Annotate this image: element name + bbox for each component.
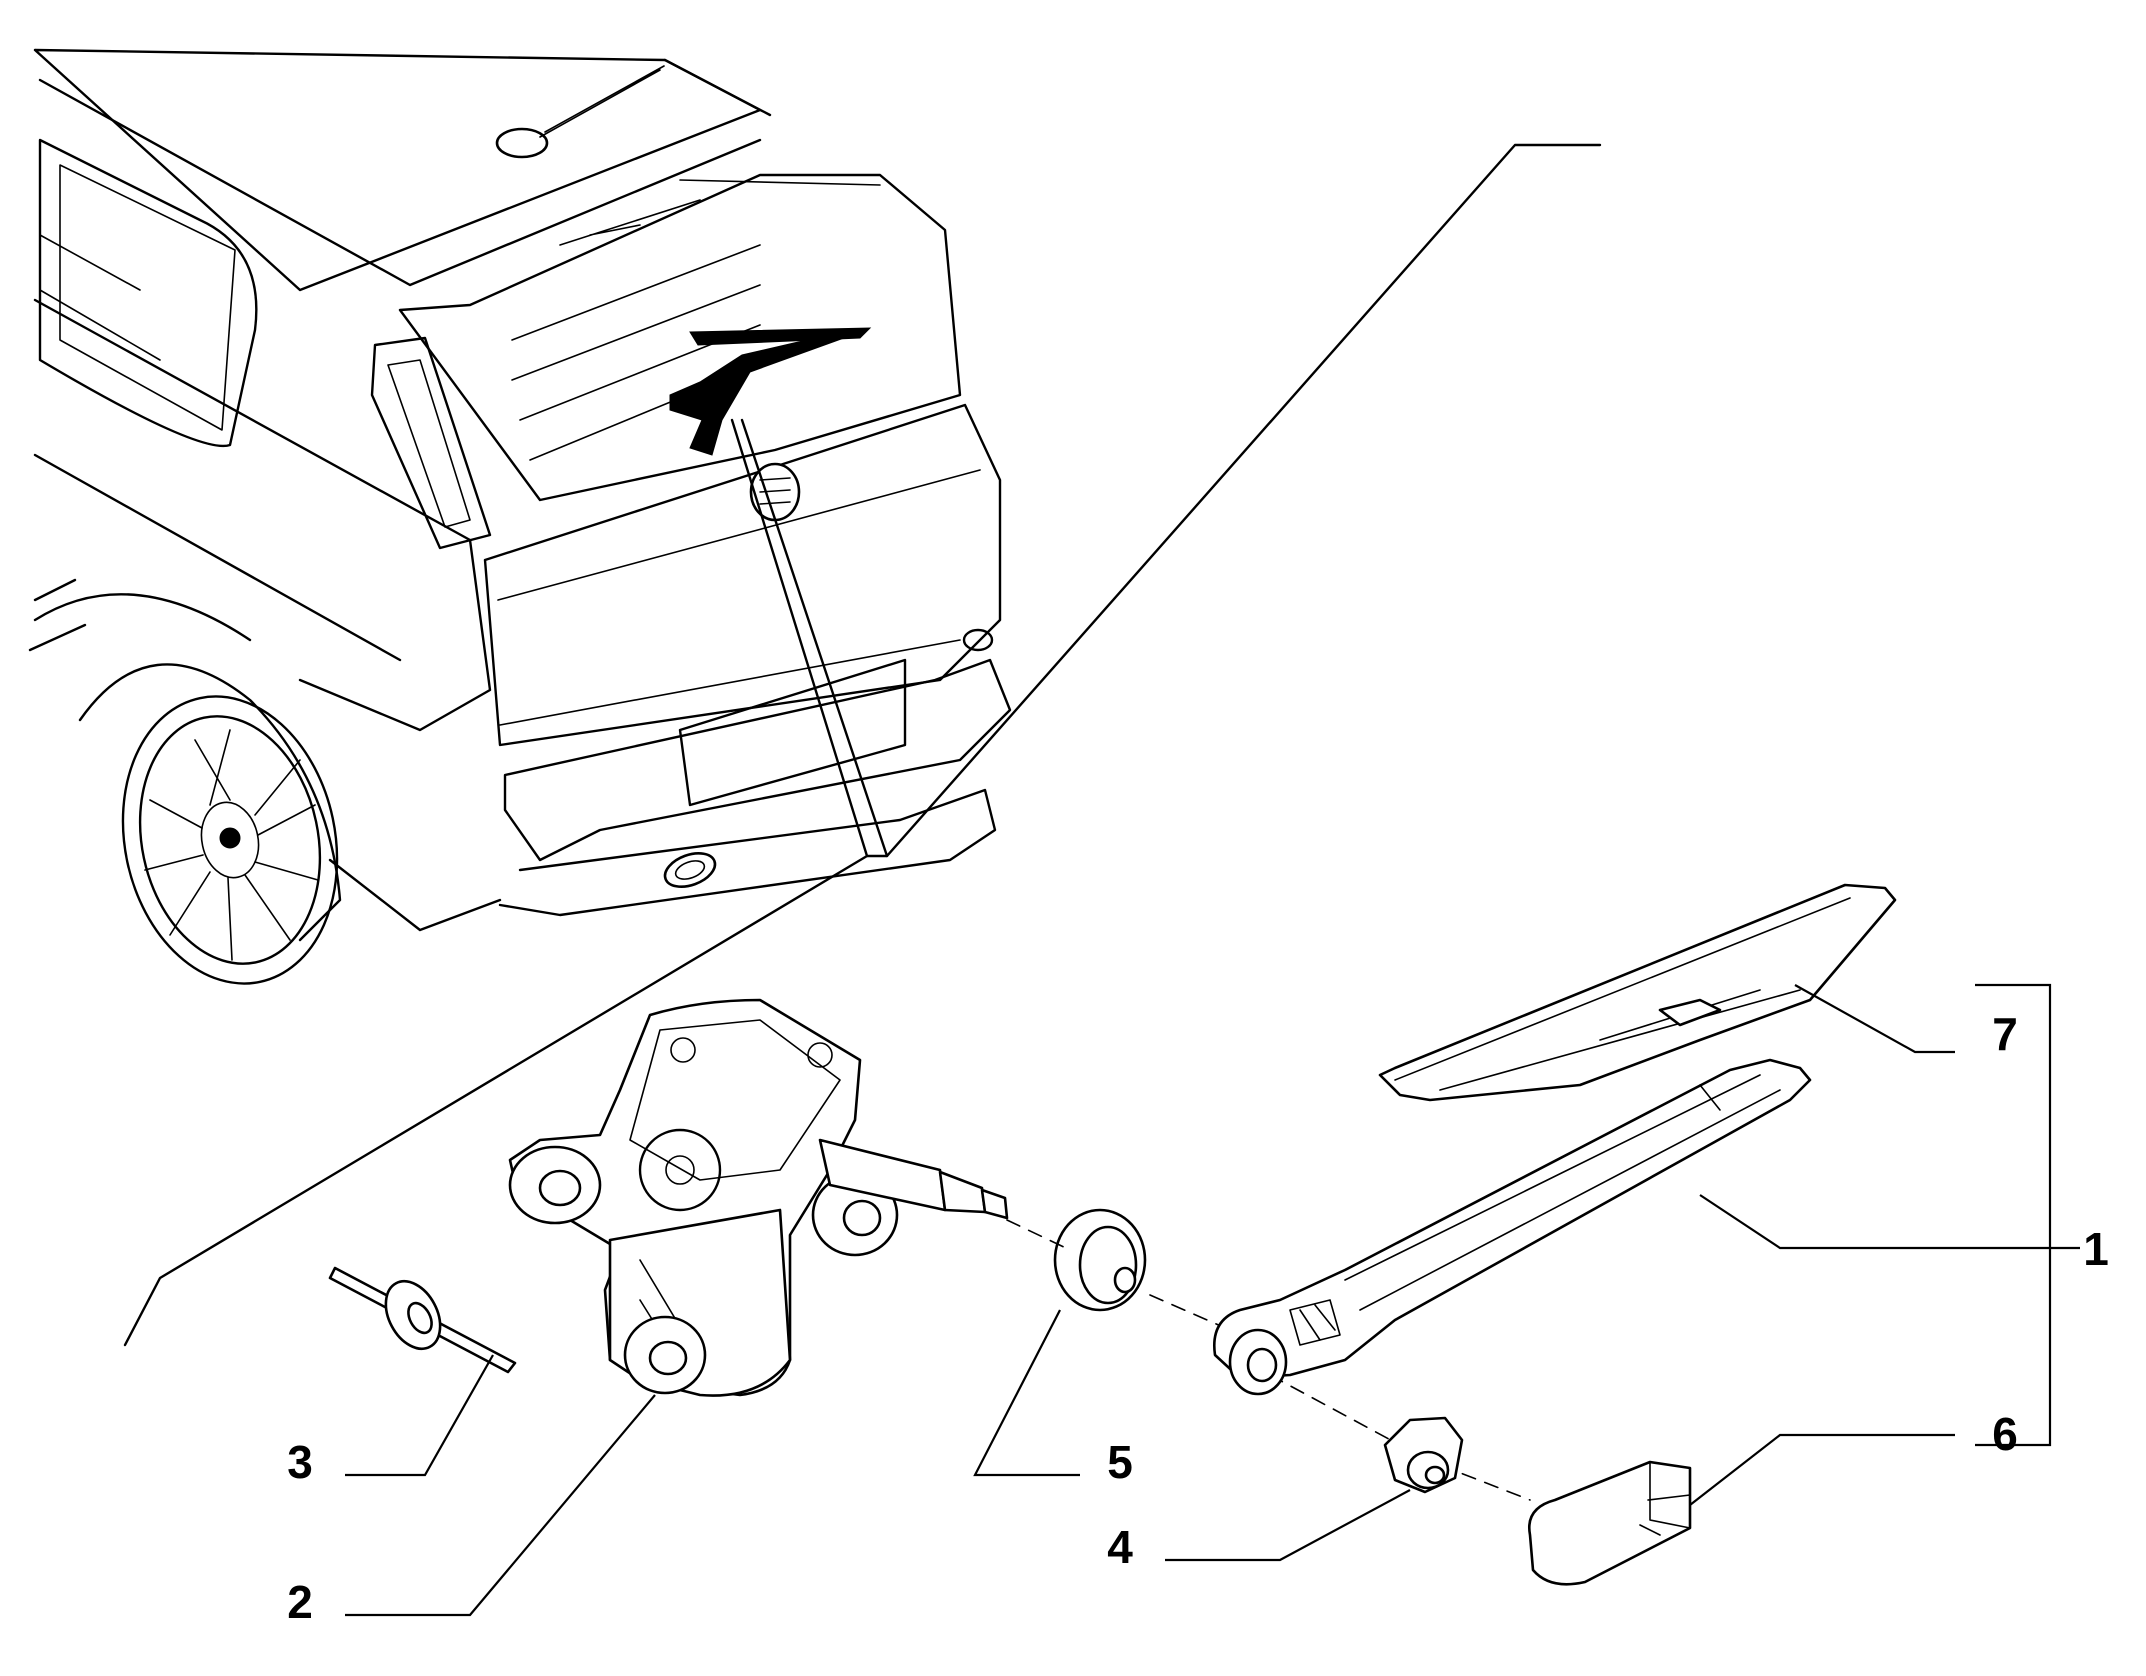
rear-wheel bbox=[121, 695, 339, 985]
rivet-pin bbox=[328, 1266, 517, 1374]
grommet bbox=[1053, 1208, 1147, 1312]
car-rear-view bbox=[28, 48, 1012, 985]
callout-7: 7 bbox=[1992, 1008, 2018, 1060]
antenna bbox=[495, 65, 665, 159]
callout-3: 3 bbox=[287, 1436, 313, 1488]
wiper-motor bbox=[508, 998, 1009, 1397]
assembly-axis bbox=[1006, 1219, 1531, 1501]
breakout-boundary bbox=[123, 143, 1602, 1347]
rear-window bbox=[398, 173, 962, 502]
callout-4: 4 bbox=[1107, 1521, 1133, 1573]
wiper-arm bbox=[1212, 1058, 1812, 1396]
callout-6: 6 bbox=[1992, 1408, 2018, 1460]
callout-1: 1 bbox=[2083, 1223, 2109, 1275]
detail-leader bbox=[730, 418, 889, 858]
callout-5: 5 bbox=[1107, 1436, 1133, 1488]
tail-lamp bbox=[370, 336, 492, 550]
nut bbox=[1383, 1416, 1464, 1494]
badge bbox=[749, 462, 801, 522]
callout-2: 2 bbox=[287, 1576, 313, 1628]
installed-wiper bbox=[669, 327, 872, 456]
leader-lines bbox=[345, 983, 2080, 1617]
exhaust bbox=[663, 852, 717, 888]
wiper-blade bbox=[1378, 883, 1897, 1102]
cover-cap bbox=[1527, 1460, 1692, 1586]
